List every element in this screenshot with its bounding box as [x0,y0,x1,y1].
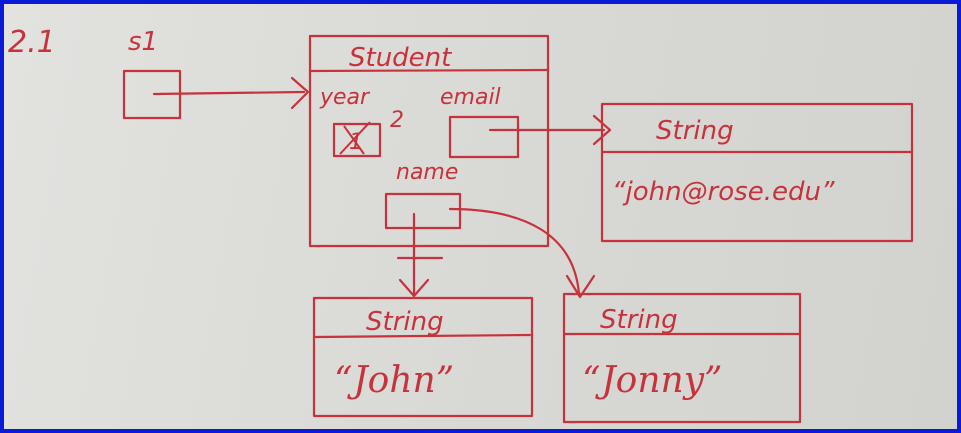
year-label: year [319,85,371,110]
john-string-divider [314,333,532,339]
paper-background [4,4,957,429]
email-string-title: String [656,116,734,146]
student-object: Student year 1 2 email name [308,34,550,248]
arrow-name-to-jonny [448,207,581,296]
name-box [384,192,462,230]
student-box [308,34,550,248]
john-string-title: String [366,307,444,337]
variable-label: s1 [128,27,158,57]
diagram-frame: 2.1 s1 Student year 1 2 email name [4,4,957,429]
arrow-s1-to-student [152,90,306,96]
student-divider [308,68,550,73]
email-box [448,115,520,159]
year-strike-2 [343,125,365,155]
jonny-string-box [562,292,802,424]
arrow-head-jonny [565,274,596,299]
arrow-head-email [592,114,612,146]
email-label: email [440,85,501,110]
john-string-value: “John” [334,360,454,401]
memory-diagram: 2.1 s1 Student year 1 2 email name [8,25,914,424]
jonny-string-value: “Jonny” [582,360,722,401]
section-label: 2.1 [8,25,56,60]
year-strike-1 [339,121,371,155]
email-string-box [600,102,914,243]
year-box [332,122,382,158]
student-title: Student [349,43,452,73]
jonny-string-object: String “Jonny” [562,292,802,424]
email-string-object: String “john@rose.edu” [600,102,914,243]
jonny-string-title: String [600,305,678,335]
john-string-box [312,296,534,418]
email-string-value: “john@rose.edu” [612,177,835,207]
arrow-head-john [398,278,430,298]
year-new-value: 2 [390,108,404,133]
john-string-object: String “John” [312,296,534,418]
arrow-head-s1 [290,76,310,110]
name-label: name [396,160,458,185]
